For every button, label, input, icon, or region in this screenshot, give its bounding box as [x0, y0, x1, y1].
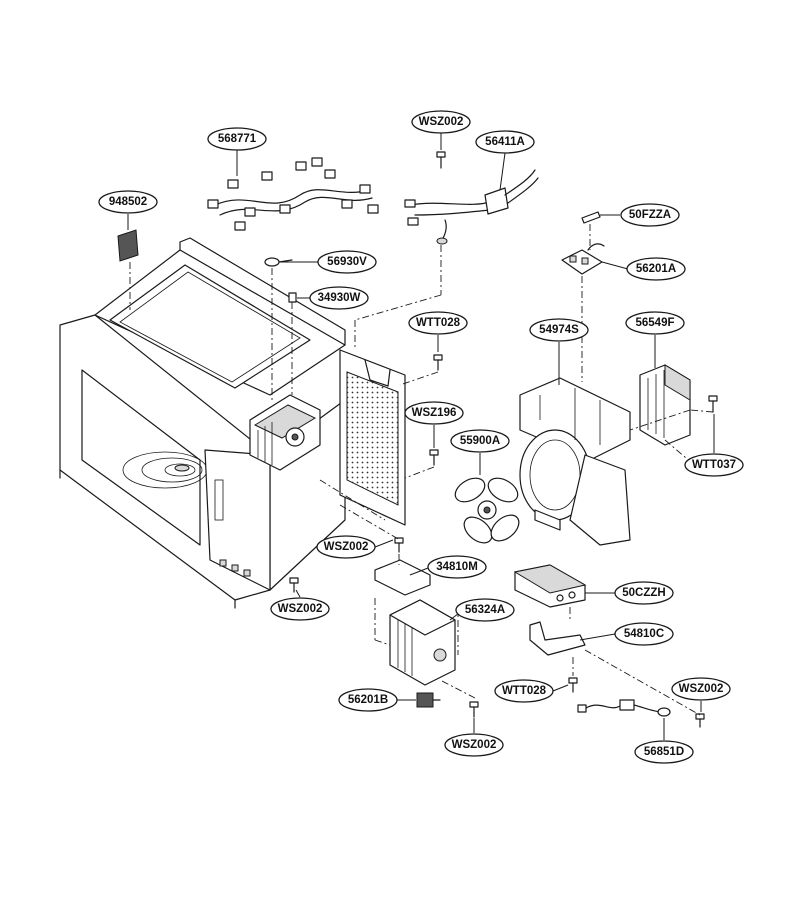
- fan-blade: [454, 477, 520, 544]
- svg-text:WSZ002: WSZ002: [278, 603, 323, 615]
- thermostat: [264, 257, 293, 267]
- svg-text:WTT037: WTT037: [692, 459, 736, 471]
- callout-wtt037: WTT037: [684, 453, 744, 477]
- callout-wsz002-top: WSZ002: [411, 110, 471, 134]
- callout-50czzh: 50CZZH: [614, 581, 674, 605]
- svg-text:WSZ196: WSZ196: [412, 407, 457, 419]
- screw-wsz002-right: [695, 713, 705, 728]
- hv-diode: [577, 699, 671, 717]
- svg-text:WTT028: WTT028: [416, 317, 461, 329]
- screw-wsz196: [429, 449, 439, 466]
- svg-text:WSZ002: WSZ002: [324, 541, 369, 553]
- screw-wsz002-bot: [469, 701, 479, 718]
- capacitor: [513, 564, 587, 608]
- svg-text:34810M: 34810M: [436, 561, 478, 573]
- power-cord: [404, 169, 539, 245]
- clip-34930w: [288, 292, 297, 303]
- callout-wsz002-left: WSZ002: [270, 597, 330, 621]
- callout-wsz196: WSZ196: [404, 401, 464, 425]
- hv-transformer: [389, 599, 456, 686]
- screw-wsz002-top: [436, 151, 446, 169]
- svg-text:56549F: 56549F: [635, 317, 674, 329]
- screw-wtt028-bot: [568, 677, 578, 693]
- fan-duct: [519, 377, 631, 546]
- svg-text:568771: 568771: [218, 133, 257, 145]
- svg-text:54810C: 54810C: [624, 628, 664, 640]
- svg-text:56851D: 56851D: [644, 746, 684, 758]
- callout-56201a: 56201A: [626, 257, 686, 281]
- callout-56411a: 56411A: [475, 130, 535, 154]
- svg-text:54974S: 54974S: [539, 324, 579, 336]
- callout-56851d: 56851D: [634, 740, 694, 764]
- screw-wtt028-top: [433, 354, 443, 371]
- svg-text:WSZ002: WSZ002: [679, 683, 724, 695]
- oven-cavity-frame: [59, 237, 346, 609]
- svg-text:WSZ002: WSZ002: [452, 739, 497, 751]
- callout-wsz002-bot: WSZ002: [444, 733, 504, 757]
- svg-text:56201A: 56201A: [636, 263, 676, 275]
- svg-text:WSZ002: WSZ002: [419, 116, 464, 128]
- callout-568771: 568771: [207, 127, 267, 151]
- svg-text:50FZZA: 50FZZA: [629, 209, 671, 221]
- rear-panel: [339, 349, 406, 526]
- bracket-54810c: [529, 621, 586, 656]
- svg-text:34930W: 34930W: [318, 292, 361, 304]
- svg-text:56411A: 56411A: [485, 136, 525, 148]
- callout-54810c: 54810C: [614, 622, 674, 646]
- callout-34810m: 34810M: [427, 555, 487, 579]
- svg-text:55900A: 55900A: [460, 435, 500, 447]
- callout-54974s: 54974S: [529, 318, 589, 342]
- pad-948502: [117, 229, 139, 262]
- svg-text:948502: 948502: [109, 196, 147, 208]
- screw-wsz002-left: [289, 577, 299, 593]
- wire-harness: [207, 157, 379, 231]
- callout-56930v: 56930V: [317, 250, 377, 274]
- magnetron-56549f: [639, 364, 691, 446]
- callout-56324a: 56324A: [455, 598, 515, 622]
- svg-text:56324A: 56324A: [465, 604, 505, 616]
- callout-948502: 948502: [98, 190, 158, 214]
- callout-wtt028-top: WTT028: [408, 311, 468, 335]
- screw-wsz002-mid: [394, 537, 404, 553]
- switch-56201b: [416, 692, 441, 708]
- svg-text:50CZZH: 50CZZH: [622, 587, 665, 599]
- callout-34930w: 34930W: [309, 286, 369, 310]
- svg-text:56201B: 56201B: [348, 694, 388, 706]
- fuse: [581, 211, 601, 224]
- bracket-34810m: [374, 559, 431, 596]
- callout-wtt028-bot: WTT028: [494, 679, 554, 703]
- noise-filter-board: [561, 243, 605, 275]
- callout-55900a: 55900A: [450, 429, 510, 453]
- callout-56201b: 56201B: [338, 688, 398, 712]
- callout-wsz002-right: WSZ002: [671, 677, 731, 701]
- screw-wtt037: [708, 395, 718, 413]
- svg-text:56930V: 56930V: [327, 256, 367, 268]
- svg-text:WTT028: WTT028: [502, 685, 547, 697]
- assembly-lines: [129, 224, 714, 716]
- callout-50fzza: 50FZZA: [620, 203, 680, 227]
- callout-wsz002-mid: WSZ002: [316, 535, 376, 559]
- callout-56549f: 56549F: [625, 311, 685, 335]
